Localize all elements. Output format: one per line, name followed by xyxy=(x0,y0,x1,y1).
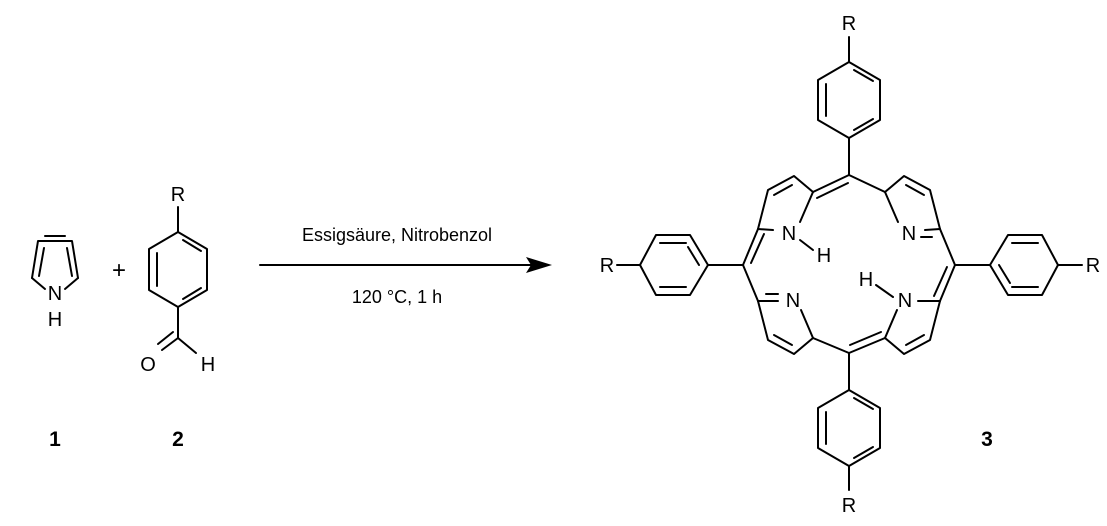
meso-right-alpha-bottom xyxy=(939,264,956,302)
aldehyde-o-atom: O xyxy=(140,354,156,376)
porphyrin-h-2: H xyxy=(859,269,873,291)
meso-left-alpha-top xyxy=(742,228,759,266)
aryl-bottom-ring xyxy=(817,389,881,467)
compound-1-label: 1 xyxy=(49,428,61,451)
aryl-bottom-double-3 xyxy=(853,446,874,459)
meso-right-alpha-bottom-double xyxy=(933,266,948,297)
arrow-head xyxy=(526,257,552,273)
pyrrole-a-ring xyxy=(757,175,814,230)
pyrrole-d-beta-double xyxy=(905,334,925,346)
aldehyde-ring-double-2 xyxy=(182,239,202,252)
pyrrole-b-n-bond-1 xyxy=(884,191,899,223)
reaction-arrow xyxy=(259,257,552,273)
plus-sign: + xyxy=(112,257,126,284)
meso-left-alpha-top-double xyxy=(750,233,765,264)
meso-top-alpha-left-double xyxy=(816,182,849,199)
aryl-top-double-3 xyxy=(853,118,874,131)
pyrrole-c-n-bond-2 xyxy=(800,309,814,339)
aldehyde-c-h-bond xyxy=(177,337,197,354)
pyrrole-c-ring xyxy=(757,300,814,355)
porphyrin-r-top: R xyxy=(842,13,856,35)
pyrrole-ring-bonds xyxy=(31,240,79,279)
porphyrin-structure: R R R R xyxy=(600,13,1100,517)
pyrrole-h-atom: H xyxy=(48,309,62,331)
pyrrole-bond-n-right xyxy=(64,277,79,290)
pyrrole-d-n-bond-1 xyxy=(884,309,898,339)
porphyrin-r-left: R xyxy=(600,255,614,277)
aldehyde-r-group: R xyxy=(171,184,185,206)
aldehyde-c-o-bond-2 xyxy=(157,331,174,345)
pyrrole-c-beta-double xyxy=(773,334,793,346)
pyrrole-double-bond-right xyxy=(66,247,73,277)
porphyrin-h-1: H xyxy=(817,245,831,267)
pyrrole-d-ring xyxy=(884,300,941,355)
pyrrole-a-beta-double xyxy=(773,184,793,196)
pyrrole-d-nh-bond xyxy=(875,284,894,298)
aryl-bottom-double-2 xyxy=(853,397,874,410)
porphyrin-n-1: N xyxy=(782,223,796,245)
pyrrole-n-atom: N xyxy=(48,283,62,305)
aryl-left-double-3 xyxy=(687,246,700,266)
aryl-top-ring xyxy=(817,61,881,139)
aldehyde-ring-double-3 xyxy=(182,287,202,300)
meso-bottom-alpha-left xyxy=(812,337,850,354)
reaction-condition-temperature: 120 °C, 1 h xyxy=(352,287,442,307)
meso-right-alpha-top xyxy=(939,228,956,266)
meso-bottom-alpha-right xyxy=(848,337,886,354)
porphyrin-r-right: R xyxy=(1086,255,1100,277)
pyrrole-a-n-bond-2 xyxy=(799,191,814,223)
pyrrole-b-ring xyxy=(884,175,941,230)
pyrrole-b-n-bond-2 xyxy=(924,228,941,231)
pyrrole-bond-n-left xyxy=(31,277,46,290)
porphyrin-n-2: N xyxy=(902,223,916,245)
meso-bottom-alpha-right-double xyxy=(849,331,882,346)
pyrrole-a-nh-bond xyxy=(799,239,814,251)
aryl-right-double-3 xyxy=(998,264,1011,284)
compound-3-label: 3 xyxy=(981,428,993,451)
pyrrole-a-n-bond-1 xyxy=(757,228,774,231)
aryl-top-double-2 xyxy=(853,69,874,82)
compound-2-label: 2 xyxy=(172,428,184,451)
aldehyde-c-o-bond-1 xyxy=(161,337,179,351)
meso-top-alpha-right xyxy=(848,174,886,193)
porphyrin-r-bottom: R xyxy=(842,495,856,517)
pyrrole-double-bond-left xyxy=(38,247,45,277)
pyrrole-structure: N H xyxy=(31,235,79,331)
reaction-condition-reagents: Essigsäure, Nitrobenzol xyxy=(302,225,492,245)
aldehyde-h-atom: H xyxy=(201,354,215,376)
porphyrin-n-4: N xyxy=(898,290,912,312)
porphyrin-n-3: N xyxy=(786,290,800,312)
meso-left-alpha-bottom xyxy=(742,264,759,302)
pyrrole-b-beta-double xyxy=(905,184,925,196)
aldehyde-structure: R O H xyxy=(140,184,215,376)
meso-top-alpha-left xyxy=(812,174,850,193)
